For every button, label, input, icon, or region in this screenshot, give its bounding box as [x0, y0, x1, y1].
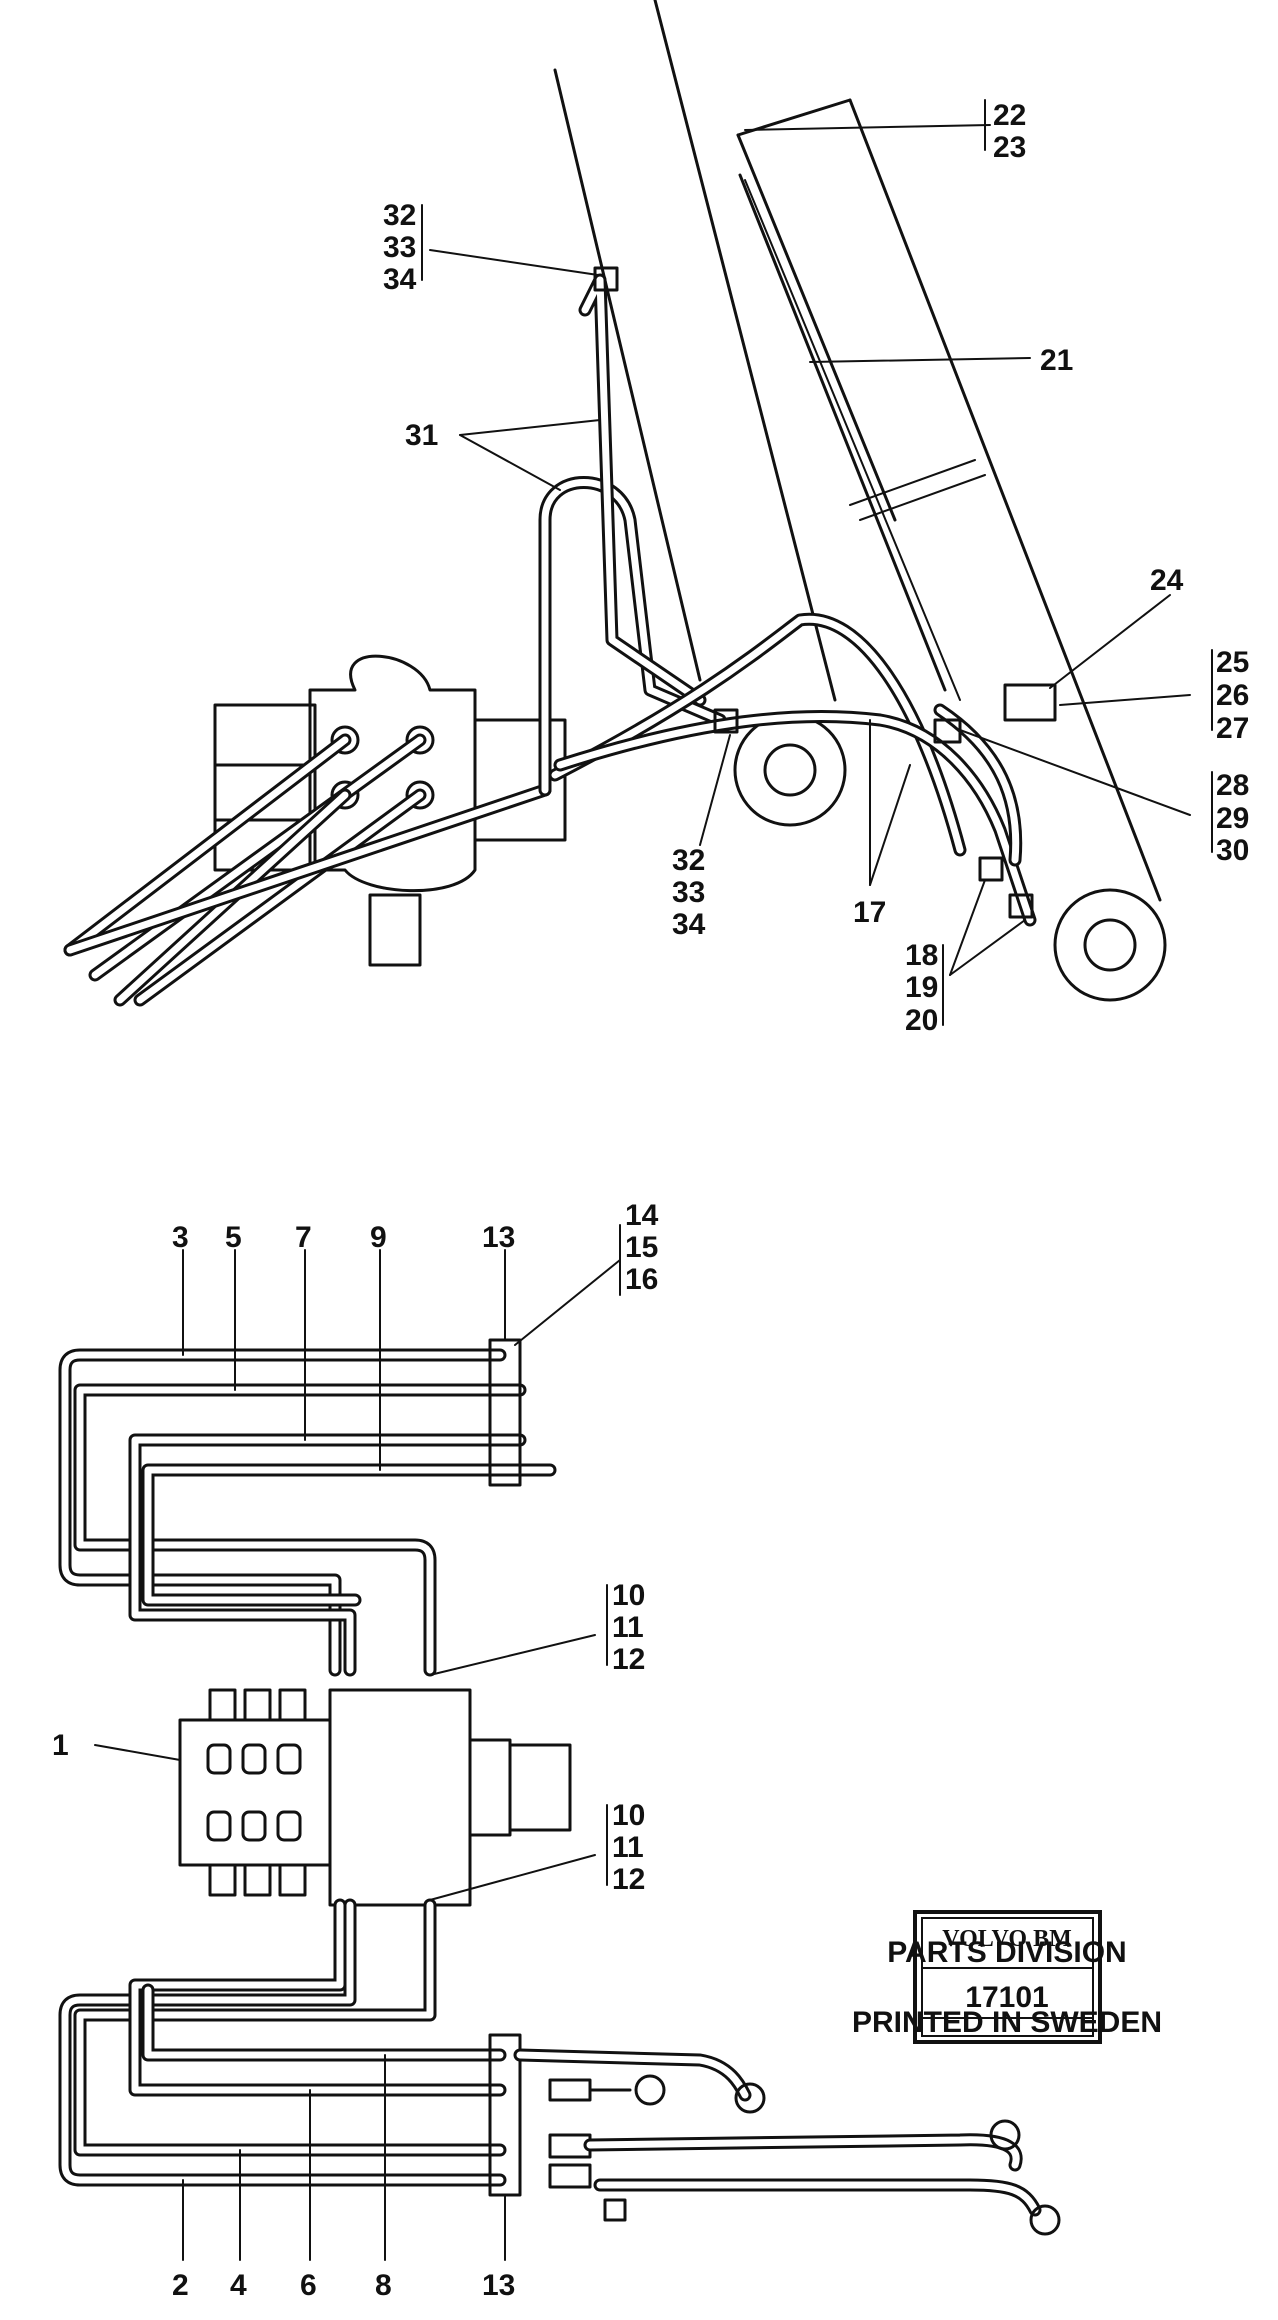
boom-arm [553, 0, 847, 827]
lower-assembly: 3 5 7 9 13 14 15 16 10 11 12 1 10 11 12 … [52, 1199, 1061, 2302]
upper-assembly: 22 23 21 24 25 26 27 28 29 30 31 32 33 3… [63, 0, 1249, 1037]
control-valve-upper [213, 654, 567, 967]
callout-4: 4 [230, 2269, 247, 2302]
callout-6: 6 [300, 2269, 317, 2302]
callout-10-bottom: 10 [612, 1799, 645, 1832]
callout-30: 30 [1216, 834, 1249, 867]
callout-12-bottom: 12 [612, 1863, 645, 1896]
callout-2: 2 [172, 2269, 189, 2302]
callout-32-upper: 32 [383, 199, 416, 232]
callout-24: 24 [1150, 564, 1184, 597]
stamp-footer: PRINTED IN SWEDEN [852, 2006, 1162, 2039]
callout-25: 25 [1216, 646, 1249, 679]
callout-22: 22 [993, 99, 1026, 132]
callout-34-upper: 34 [383, 263, 417, 296]
pipe-set-upper [58, 1338, 557, 1677]
volvo-bm-stamp: VOLVO BM PARTS DIVISION 17101 PRINTED IN… [852, 1910, 1162, 2044]
control-valve-lower [178, 1688, 572, 1907]
callout-15: 15 [625, 1231, 658, 1264]
callout-13-bottom: 13 [482, 2269, 515, 2302]
callout-9: 9 [370, 1221, 387, 1254]
callout-18: 18 [905, 939, 938, 972]
hose-ends [513, 2048, 1061, 2236]
cylinder-fittings [593, 266, 1057, 919]
callout-29: 29 [1216, 802, 1249, 835]
callout-33-lower: 33 [672, 876, 705, 909]
callout-31: 31 [405, 419, 438, 452]
callout-11-top: 11 [612, 1611, 644, 1644]
callout-7: 7 [295, 1221, 312, 1254]
callout-32-lower: 32 [672, 844, 705, 877]
upper-hoses [63, 273, 1037, 1007]
pipe-set-lower [58, 1898, 522, 2197]
callout-27: 27 [1216, 712, 1249, 745]
callout-17: 17 [853, 896, 886, 929]
callout-1: 1 [52, 1729, 69, 1762]
callout-14: 14 [625, 1199, 659, 1232]
callout-33-upper: 33 [383, 231, 416, 264]
callout-13-top: 13 [482, 1221, 515, 1254]
callout-21: 21 [1040, 344, 1073, 377]
callout-16: 16 [625, 1263, 658, 1296]
callout-28: 28 [1216, 769, 1249, 802]
callout-26: 26 [1216, 679, 1249, 712]
callout-5: 5 [225, 1221, 242, 1254]
callout-3: 3 [172, 1221, 189, 1254]
callout-12-top: 12 [612, 1643, 645, 1676]
lift-cylinder [736, 98, 1167, 1002]
upper-leaders [421, 99, 1213, 1026]
stamp-division: PARTS DIVISION [887, 1936, 1126, 1969]
stamp-number: 17101 [965, 1981, 1048, 2014]
callout-19: 19 [905, 971, 938, 1004]
lower-leaders [94, 1224, 621, 2261]
callout-34-lower: 34 [672, 908, 706, 941]
callout-10-top: 10 [612, 1579, 645, 1612]
callout-20: 20 [905, 1004, 938, 1037]
stamp-brand: VOLVO BM [942, 1926, 1072, 1952]
callout-11-bottom: 11 [612, 1831, 644, 1864]
callout-8: 8 [375, 2269, 392, 2302]
callout-23: 23 [993, 131, 1026, 164]
